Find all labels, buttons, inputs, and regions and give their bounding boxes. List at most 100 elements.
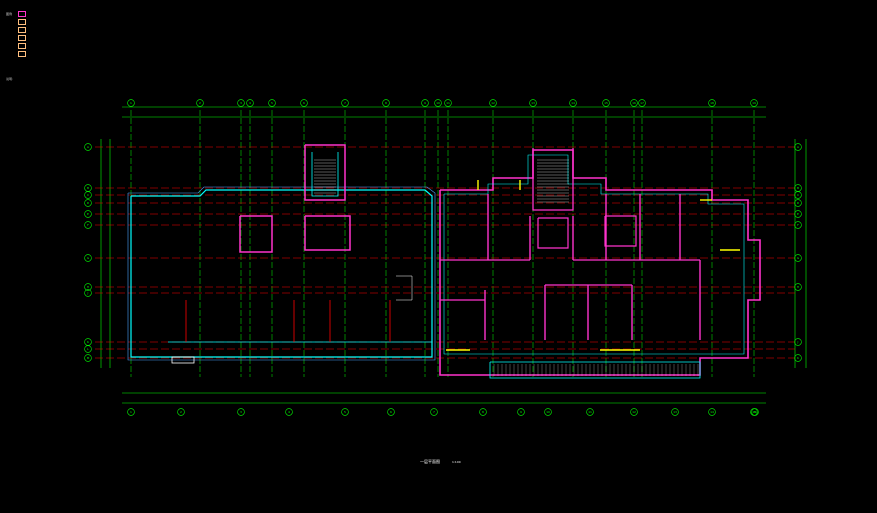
axis-label: L <box>87 347 89 351</box>
left-axis-bubble: J <box>84 289 92 297</box>
axis-label: 1 <box>130 410 132 414</box>
stair-core <box>311 152 339 197</box>
drawing-scale: 1:100 <box>452 460 461 464</box>
balcony <box>489 361 701 379</box>
axis-label: E <box>87 212 89 216</box>
unit-inner <box>443 154 745 355</box>
bottom-axis-bubble: 1 <box>127 408 135 416</box>
axis-label: H <box>87 285 89 289</box>
bottom-axis-bubble: 3 <box>237 408 245 416</box>
axis-label: 13 <box>531 101 535 105</box>
drawing-title: 一层平面图 <box>420 458 440 464</box>
axis-label: 8 <box>385 101 387 105</box>
legend-swatch <box>18 27 26 33</box>
right-axis-bubble: A <box>794 143 802 151</box>
axis-label: 3 <box>240 101 242 105</box>
notes-heading: 说明: <box>6 77 14 81</box>
axis-label: 11 <box>446 101 450 105</box>
axis-label: 10 <box>546 410 550 414</box>
right-axis-bubble: G <box>794 254 802 262</box>
axis-label: J <box>87 291 89 295</box>
top-axis-bubble: 4 <box>246 99 254 107</box>
axis-circle <box>794 254 802 262</box>
top-axis-bubble: 6 <box>300 99 308 107</box>
axis-label: 11 <box>588 410 592 414</box>
axis-circle <box>794 221 802 229</box>
axis-label: 15 <box>604 101 608 105</box>
bottom-axis-bubble: 8 <box>479 408 487 416</box>
bottom-axis-bubble: 10 <box>544 408 552 416</box>
axis-label: 3 <box>240 410 242 414</box>
axis-label: 6 <box>390 410 392 414</box>
axis-label: 14 <box>571 101 575 105</box>
axis-label: 15 <box>752 410 756 414</box>
top-axis-bubble: 12 <box>489 99 497 107</box>
axis-circle <box>794 210 802 218</box>
axis-circle <box>246 99 254 107</box>
axis-circle <box>285 408 293 416</box>
axis-circle <box>794 283 802 291</box>
axis-circle <box>630 99 638 107</box>
right-axis-bubble: E <box>794 210 802 218</box>
axis-label: 7 <box>433 410 435 414</box>
axis-circle <box>586 408 594 416</box>
axis-label: 5 <box>271 101 273 105</box>
top-axis-bubble: 7 <box>341 99 349 107</box>
top-axis-bubble: 10 <box>434 99 442 107</box>
axis-label: 2 <box>199 101 201 105</box>
top-axis-bubble: 1 <box>127 99 135 107</box>
right-axis-bubble: J <box>794 338 802 346</box>
axis-label: 12 <box>632 410 636 414</box>
axis-label: A <box>87 145 90 149</box>
axis-label: K <box>797 356 800 360</box>
top-axis-bubble: 18 <box>708 99 716 107</box>
axis-label: 8 <box>482 410 484 414</box>
axis-circle <box>237 408 245 416</box>
wall-outline <box>127 186 436 361</box>
axis-circle <box>638 99 646 107</box>
axis-circle <box>517 408 525 416</box>
top-axis-bubble: 17 <box>638 99 646 107</box>
right-axis-bubble: D <box>794 199 802 207</box>
top-axis-bubble: 16 <box>630 99 638 107</box>
legend-swatch <box>18 35 26 41</box>
axis-label: F <box>797 223 799 227</box>
axis-circle <box>794 338 802 346</box>
axis-label: G <box>797 256 800 260</box>
axis-label: C <box>797 193 799 197</box>
legend-swatch <box>18 51 26 57</box>
axis-circle <box>84 191 92 199</box>
axis-label: 1 <box>130 101 132 105</box>
axis-circle <box>421 99 429 107</box>
legend: 图例 <box>6 10 29 58</box>
axis-label: 17 <box>640 101 644 105</box>
axis-label: F <box>87 223 89 227</box>
top-axis-bubble: 8 <box>382 99 390 107</box>
elevator-room <box>239 215 273 253</box>
axis-circle <box>708 408 716 416</box>
axis-circle <box>430 408 438 416</box>
axis-label: B <box>87 186 89 190</box>
axis-circle <box>84 354 92 362</box>
bottom-axis-bubble: 5 <box>341 408 349 416</box>
axis-circle <box>751 408 759 416</box>
axis-circle <box>237 99 245 107</box>
left-axis-bubble: L <box>84 345 92 353</box>
axis-circle <box>489 99 497 107</box>
notes: 说明: <box>6 74 13 84</box>
left-axis-bubble: D <box>84 199 92 207</box>
bottom-axis-bubble: 16 <box>751 408 759 416</box>
legend-heading: 图例 <box>6 12 13 16</box>
axis-label: 4 <box>249 101 251 105</box>
bottom-axis-bubble: 6 <box>387 408 395 416</box>
axis-label: J <box>797 340 799 344</box>
entry-mat <box>171 356 195 364</box>
top-axis-bubble: 15 <box>602 99 610 107</box>
axis-label: C <box>87 193 89 197</box>
axis-label: 19 <box>752 101 756 105</box>
axis-label: D <box>87 201 90 205</box>
axis-label: G <box>87 256 90 260</box>
axis-circle <box>602 99 610 107</box>
